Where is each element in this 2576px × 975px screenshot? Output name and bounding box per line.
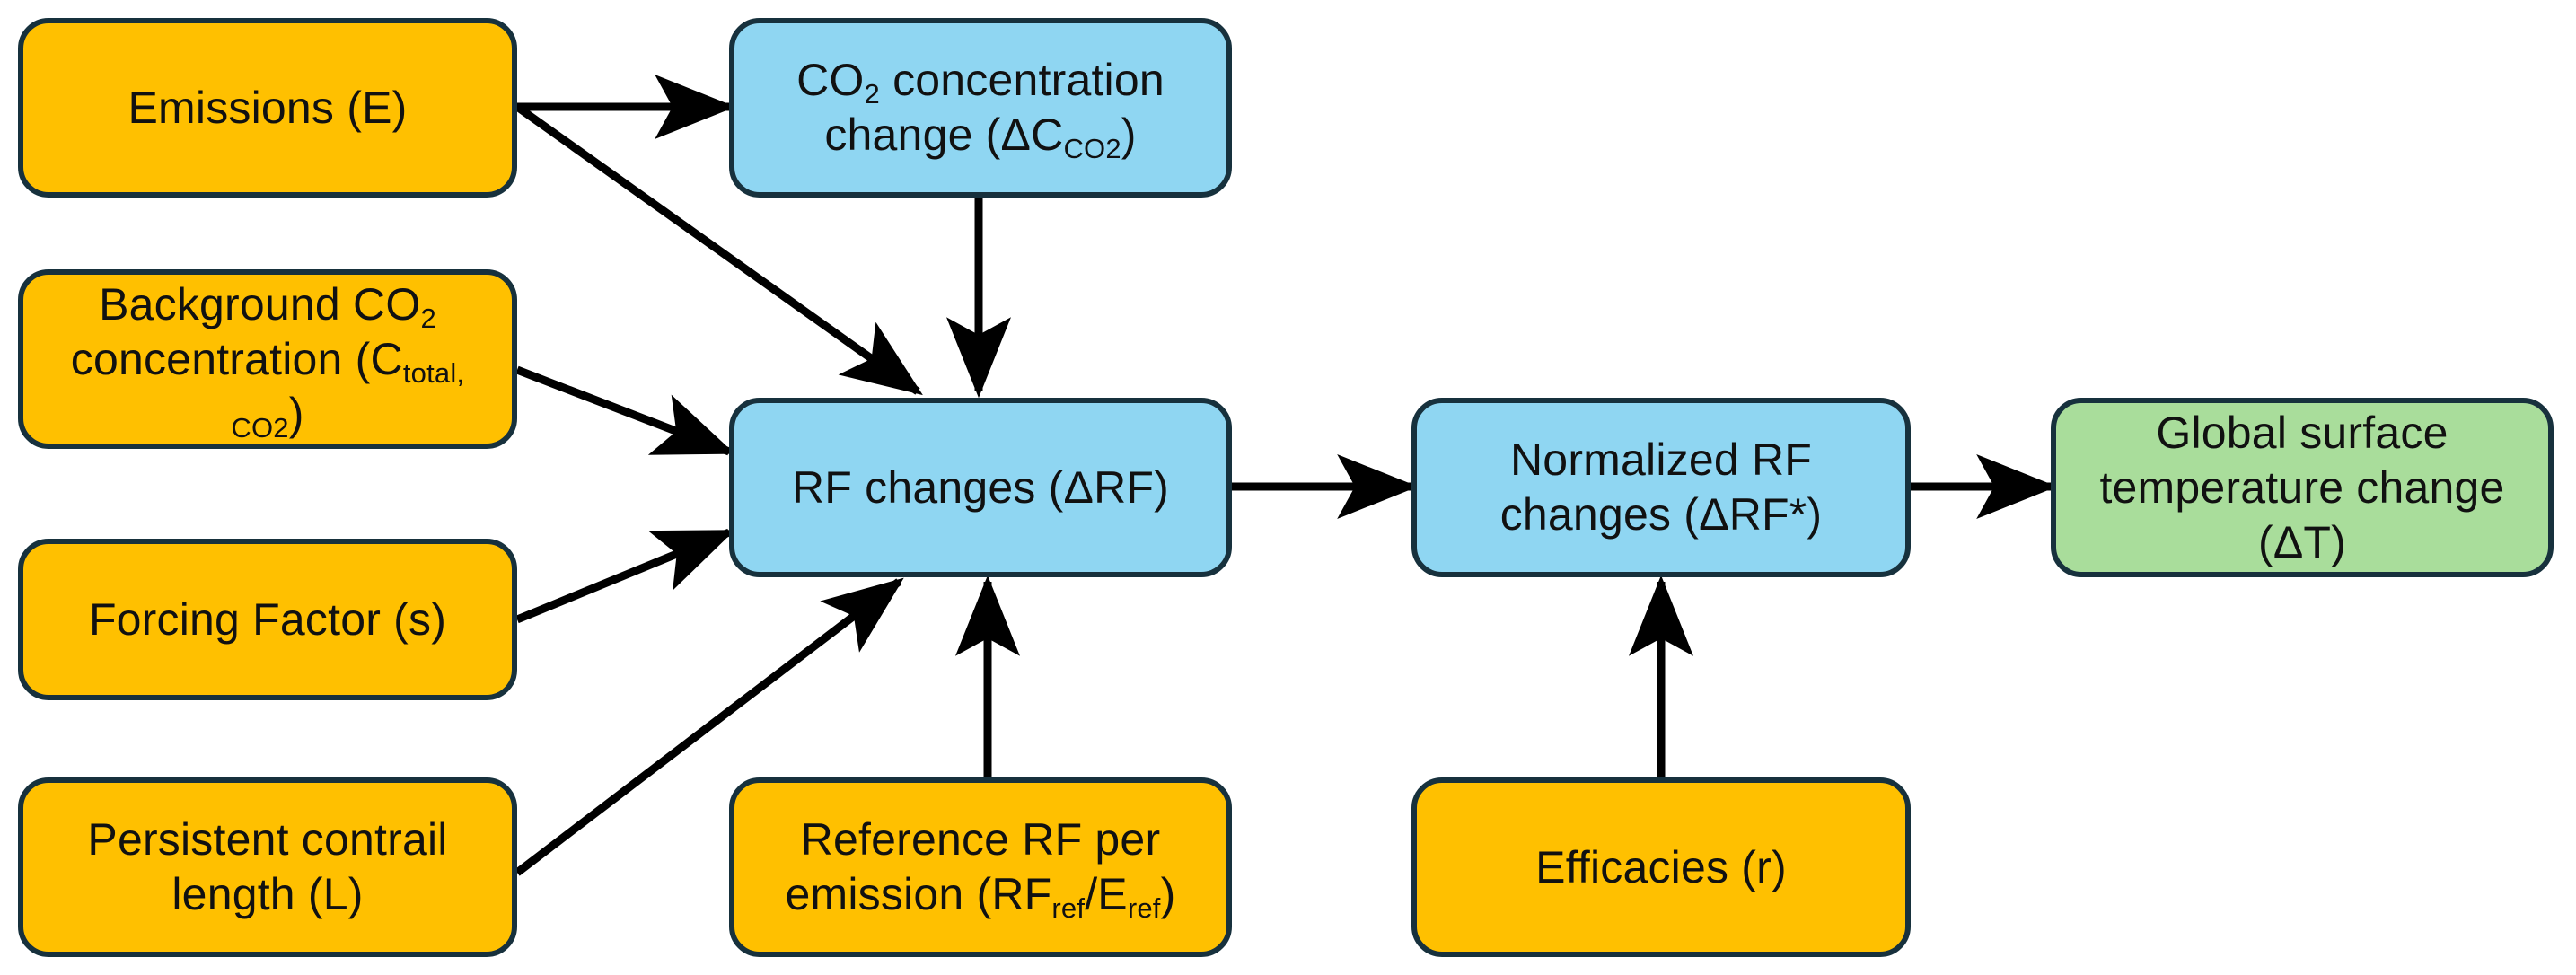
node-efficacies[interactable]: Efficacies (r): [1411, 777, 1911, 957]
node-emissions-label: Emissions (E): [127, 82, 408, 133]
node-efficacies-label: Efficacies (r): [1535, 841, 1787, 892]
edge-forcing-factor-to-rf-changes: [515, 528, 735, 624]
node-emissions[interactable]: Emissions (E): [18, 18, 517, 198]
node-forcing-factor[interactable]: Forcing Factor (s): [18, 539, 517, 700]
edge-background-co2-concentration-to-rf-changes: [515, 365, 735, 456]
node-rf-changes-label: RF changes (ΔRF): [791, 461, 1170, 513]
node-forcing-factor-label: Forcing Factor (s): [88, 593, 447, 645]
node-rf-changes[interactable]: RF changes (ΔRF): [729, 398, 1232, 577]
